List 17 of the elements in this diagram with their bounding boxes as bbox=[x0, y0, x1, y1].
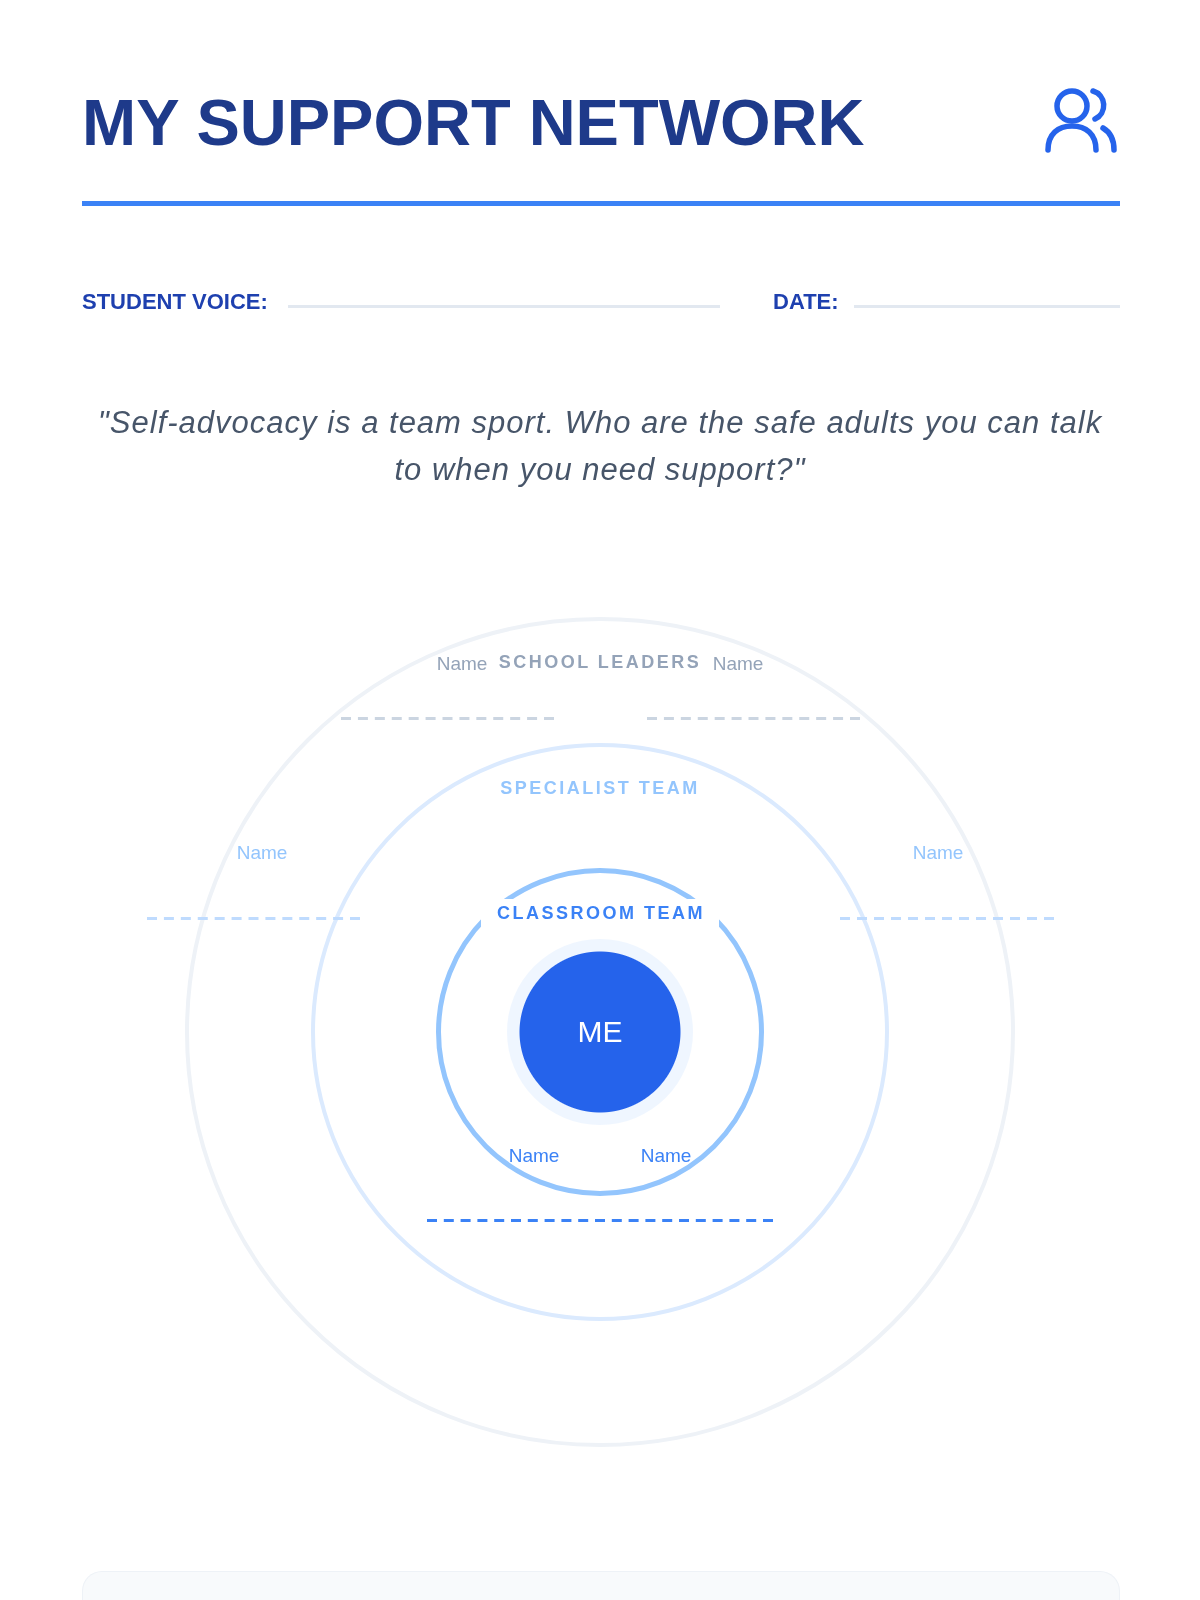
ring-title: SPECIALIST TEAM bbox=[500, 777, 700, 799]
outer-ring bbox=[185, 617, 1015, 1447]
ring-title: CLASSROOM TEAM bbox=[481, 899, 719, 927]
quote-text: "Self-advocacy is a team sport. Who are the safe adults you can talk to when you need support?" bbox=[96, 404, 1104, 489]
middle-ring bbox=[311, 743, 889, 1321]
field-label: STUDENT VOICE: bbox=[82, 289, 268, 315]
name-label: Name bbox=[436, 654, 488, 674]
center-label: ME bbox=[577, 1015, 623, 1049]
field-label: DATE: bbox=[773, 289, 839, 315]
page-title: MY SUPPORT NETWORK bbox=[82, 90, 865, 156]
name-label: Name bbox=[912, 843, 964, 863]
name-label: Name bbox=[712, 654, 764, 674]
name-label: Name bbox=[640, 1146, 692, 1166]
name-label: Name bbox=[508, 1146, 560, 1166]
name-label: Name bbox=[236, 843, 288, 863]
inner-ring bbox=[436, 868, 764, 1196]
ring-title: SCHOOL LEADERS bbox=[498, 651, 702, 673]
